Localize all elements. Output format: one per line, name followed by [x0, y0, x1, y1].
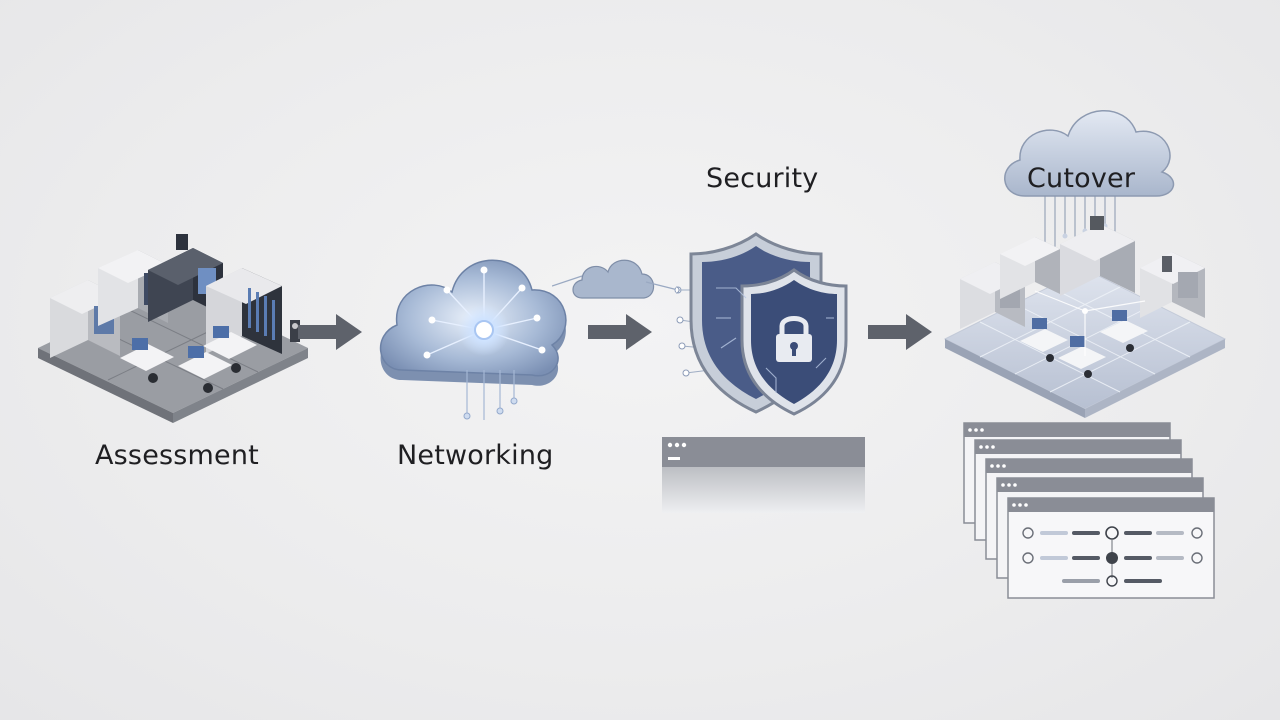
- stage-label-cutover: Cutover: [1027, 163, 1136, 194]
- arrow-right-icon: [868, 314, 932, 350]
- network-cloud-icon: [380, 259, 567, 420]
- stage-label-networking: Networking: [397, 440, 554, 471]
- arrow-right-icon: [588, 314, 652, 350]
- cloud-datacenter-icon: [943, 109, 1227, 418]
- small-cloud-icon: [552, 259, 682, 299]
- browser-window-panel: [662, 437, 865, 513]
- datacenter-icon: [38, 234, 308, 423]
- arrow-right-icon: [298, 314, 362, 350]
- stacked-windows-panel: [963, 422, 1215, 599]
- stage-label-security: Security: [706, 163, 819, 194]
- shield-lock-icon: [676, 232, 848, 416]
- stage-label-assessment: Assessment: [95, 440, 259, 471]
